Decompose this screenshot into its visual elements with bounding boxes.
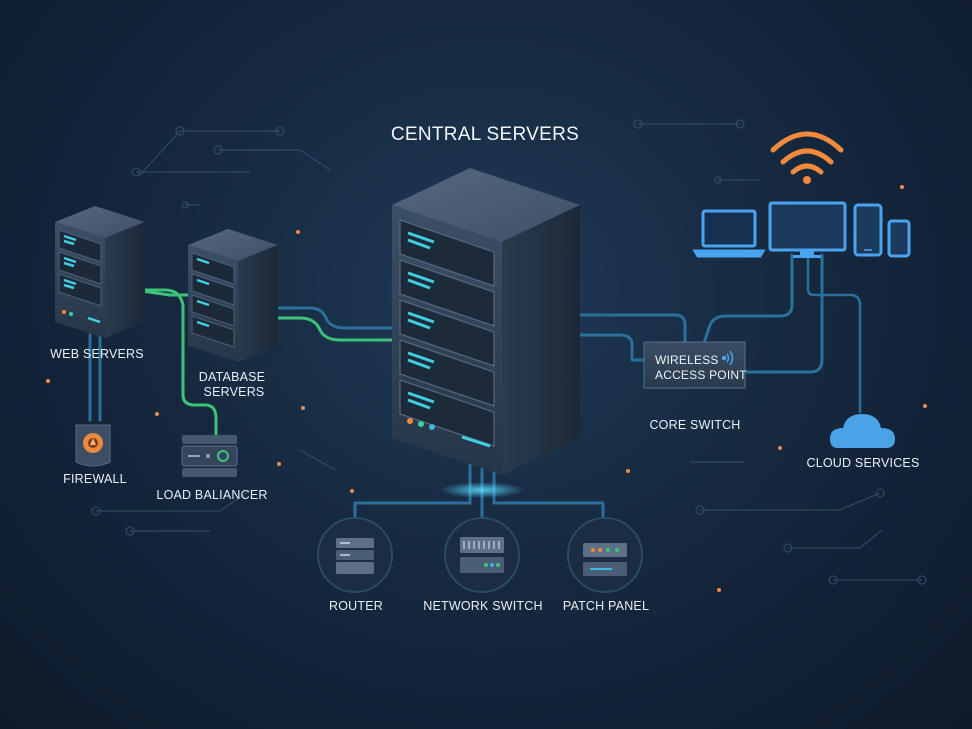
cloud-services-label: CLOUD SERVICES xyxy=(806,456,920,470)
signal-icon xyxy=(721,350,734,366)
database-servers-label-line1: DATABASE xyxy=(198,370,266,384)
web-servers-rack[interactable] xyxy=(55,206,145,338)
network-switch-label: NETWORK SWITCH xyxy=(423,599,543,613)
web-servers-label: WEB SERVERS xyxy=(50,347,144,361)
wireless-access-point-label-line1: WIRELESS xyxy=(655,353,719,367)
phone-icon[interactable] xyxy=(853,203,883,257)
patch-panel-icon[interactable] xyxy=(567,517,643,593)
connection-links xyxy=(88,253,862,522)
laptop-icon[interactable] xyxy=(692,209,766,258)
wireless-access-point-label-line2: ACCESS POINT xyxy=(655,368,747,382)
sparkle-dots xyxy=(46,185,927,592)
glow-effect xyxy=(440,482,524,498)
router-label: ROUTER xyxy=(329,599,383,613)
diagram-title: CENTRAL SERVERS xyxy=(390,124,580,145)
cloud-icon[interactable] xyxy=(830,414,895,448)
load-balancer-device[interactable] xyxy=(181,435,238,477)
core-switch-label: CORE SWITCH xyxy=(649,418,741,432)
monitor-icon[interactable] xyxy=(768,201,847,258)
firewall-label: FIREWALL xyxy=(63,472,127,486)
patch-panel-label: PATCH PANEL xyxy=(562,599,650,613)
router-icon[interactable] xyxy=(317,517,393,593)
central-server-rack[interactable] xyxy=(392,168,580,475)
wifi-icon xyxy=(770,131,844,184)
wireless-access-point-device[interactable] xyxy=(643,341,746,389)
circuit-traces xyxy=(91,119,927,585)
database-servers-label-line2: SERVERS xyxy=(203,385,265,399)
tablet-icon[interactable] xyxy=(887,219,911,258)
load-balancer-label: LOAD BALIANCER xyxy=(156,488,268,502)
network-switch-icon[interactable] xyxy=(444,517,520,593)
firewall-icon[interactable] xyxy=(75,424,111,467)
database-servers-rack[interactable] xyxy=(188,229,278,362)
